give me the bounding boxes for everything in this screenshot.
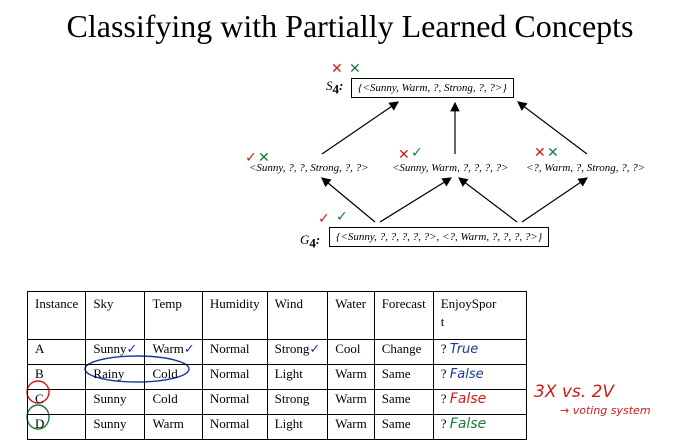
- col-enjoysport: EnjoySpor t: [432, 291, 527, 340]
- annotation-false: False: [449, 391, 487, 407]
- cell: Sunny: [85, 414, 146, 440]
- col-temp: Temp: [144, 291, 203, 340]
- cell: Sunny: [85, 389, 146, 415]
- hypothesis-2: <Sunny, Warm, ?, ?, ?, ?>: [392, 162, 509, 174]
- cell: ? False: [432, 364, 527, 390]
- cell: Light: [266, 364, 329, 390]
- check-icon: ✓: [126, 342, 138, 357]
- arrow-g4-to-mid3: [521, 177, 588, 223]
- cross-icon: ✕: [258, 150, 270, 166]
- cell: Normal: [201, 339, 268, 365]
- cell: ? True: [432, 339, 527, 365]
- cross-icon: ✕: [398, 147, 410, 163]
- col-sky: Sky: [85, 291, 146, 340]
- table-row: A Sunny✓ Warm✓ Normal Strong✓ Cool Chang…: [26, 339, 527, 365]
- col-water: Water: [327, 291, 375, 340]
- instance-table: Instance Sky Temp Humidity Wind Water Fo…: [26, 291, 527, 440]
- cell: D: [26, 414, 87, 440]
- annotation-false: False: [449, 367, 484, 382]
- table-row: B Rainy Cold Normal Light Warm Same ? Fa…: [26, 364, 527, 390]
- cell: C: [26, 389, 87, 415]
- cell: Warm: [327, 414, 375, 440]
- cell: Normal: [201, 389, 268, 415]
- check-icon: ✓: [245, 150, 257, 166]
- g4-set: {<Sunny, ?, ?, ?, ?, ?>, <?, Warm, ?, ?,…: [329, 227, 550, 247]
- cell: Cold: [144, 389, 203, 415]
- table-header: Instance Sky Temp Humidity Wind Water Fo…: [26, 291, 527, 340]
- cell: Warm✓: [144, 339, 203, 365]
- arrow-mid3-to-s4: [517, 101, 588, 155]
- table-row: C Sunny Cold Normal Strong Warm Same ? F…: [26, 389, 527, 415]
- col-wind: Wind: [266, 291, 329, 340]
- hypothesis-3: <?, Warm, ?, Strong, ?, ?>: [526, 162, 646, 174]
- cell: Normal: [201, 414, 268, 440]
- cell: Strong: [266, 389, 329, 415]
- arrow-g4-to-mid2a: [458, 177, 518, 223]
- cross-icon: ✕: [534, 145, 546, 161]
- annotation-false: False: [449, 416, 487, 432]
- cell: Cool: [327, 339, 375, 365]
- cell: Rainy: [85, 364, 146, 390]
- annotation-true: True: [449, 342, 479, 357]
- cell: Same: [373, 364, 434, 390]
- cell: Strong✓: [266, 339, 329, 365]
- arrow-g4-to-mid1a: [321, 177, 376, 223]
- cell: Change: [373, 339, 434, 365]
- cell: B: [26, 364, 87, 390]
- cell: ? False: [432, 414, 527, 440]
- vote-count-note: 3X vs. 2V: [534, 382, 615, 402]
- col-forecast: Forecast: [373, 291, 434, 340]
- cell: Warm: [327, 364, 375, 390]
- hypothesis-1: <Sunny, ?, ?, Strong, ?, ?>: [249, 162, 369, 174]
- g4-label: G4:: [300, 232, 321, 251]
- cell: Warm: [327, 389, 375, 415]
- cell: Cold: [144, 364, 203, 390]
- cell: Same: [373, 389, 434, 415]
- s4-label: S4:: [326, 78, 344, 97]
- voting-system-note: → voting system: [560, 404, 651, 417]
- cell: Normal: [201, 364, 268, 390]
- cell: Light: [266, 414, 329, 440]
- cross-icon: ✕: [349, 61, 361, 77]
- s4-set: {<Sunny, Warm, ?, Strong, ?, ?>}: [351, 78, 514, 98]
- cross-icon: ✕: [547, 145, 559, 161]
- check-icon: ✓: [183, 342, 195, 357]
- cross-icon: ✕: [331, 61, 343, 77]
- check-icon: ✓: [336, 209, 348, 225]
- cell: Sunny✓: [85, 339, 146, 365]
- cell: A: [26, 339, 87, 365]
- check-icon: ✓: [318, 211, 330, 227]
- cell: ? False: [432, 389, 527, 415]
- table-row: D Sunny Warm Normal Light Warm Same ? Fa…: [26, 414, 527, 440]
- check-icon: ✓: [309, 342, 321, 357]
- cell: Same: [373, 414, 434, 440]
- check-icon: ✓: [411, 145, 423, 161]
- arrow-g4-to-mid1b: [379, 177, 453, 223]
- cell: Warm: [144, 414, 203, 440]
- col-humidity: Humidity: [201, 291, 268, 340]
- col-instance: Instance: [26, 291, 87, 340]
- arrow-mid1-to-s4: [321, 101, 399, 155]
- slide-title: Classifying with Partially Learned Conce…: [66, 8, 634, 44]
